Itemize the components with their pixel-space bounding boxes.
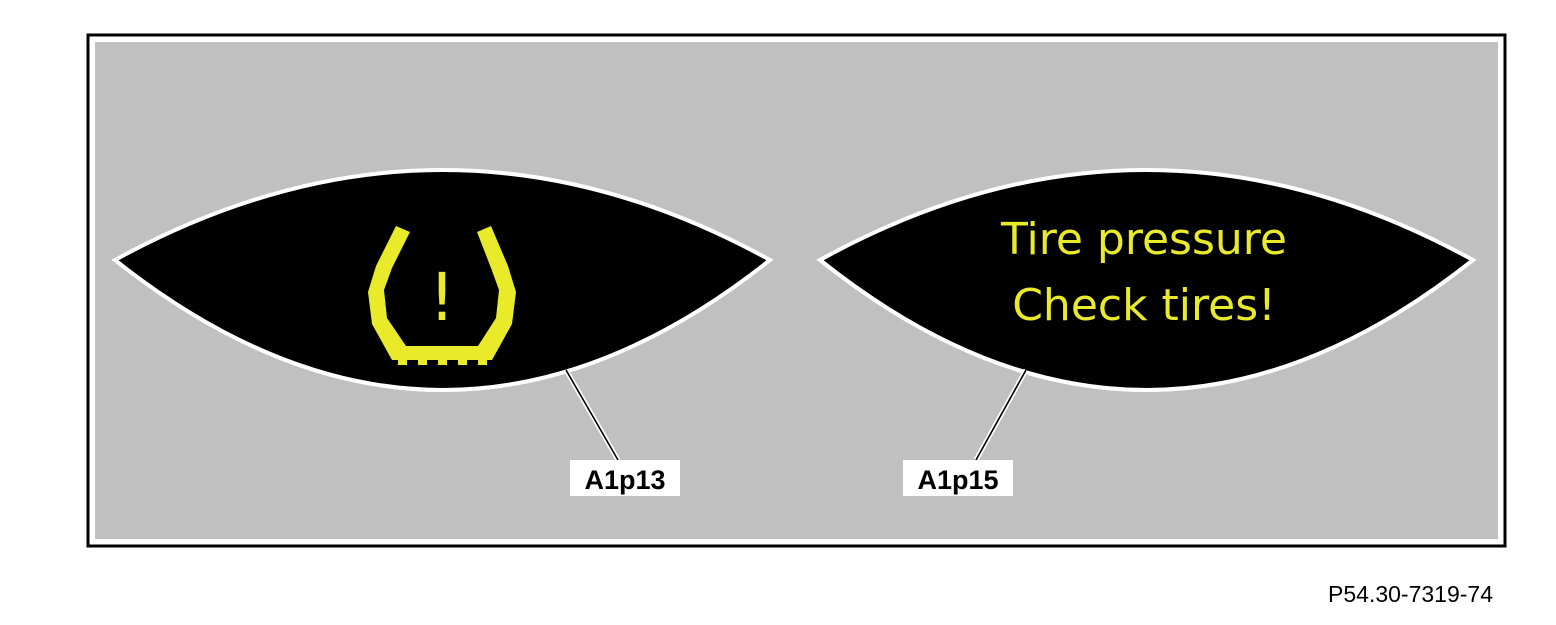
left-display-lens xyxy=(111,168,774,392)
left-callout-label-bg xyxy=(570,460,680,496)
left-display: ! A1p13 xyxy=(111,168,774,496)
display-message-line-2: Check tires! xyxy=(1012,280,1276,331)
tire-tread-marks xyxy=(398,356,487,365)
right-callout-leader-core xyxy=(975,369,1027,461)
left-callout-label: A1p13 xyxy=(584,465,665,495)
right-display: Tire pressure Check tires! A1p15 xyxy=(816,168,1477,496)
right-callout-label: A1p15 xyxy=(917,465,998,495)
tire-pressure-warning-icon: ! xyxy=(368,226,516,365)
display-message-line-1: Tire pressure xyxy=(1000,214,1287,265)
left-callout-leader-core xyxy=(565,369,619,461)
exclamation-mark: ! xyxy=(429,259,455,336)
figure-code: P54.30-7319-74 xyxy=(1328,581,1493,607)
right-callout-label-bg xyxy=(903,460,1013,496)
